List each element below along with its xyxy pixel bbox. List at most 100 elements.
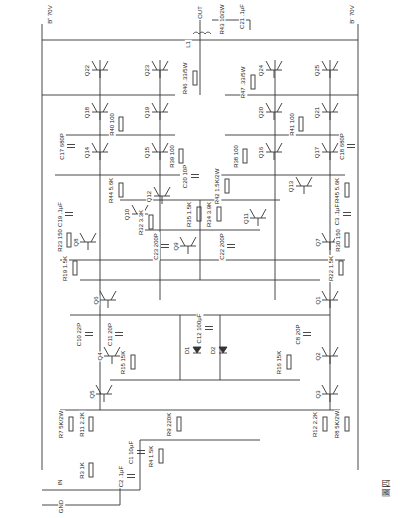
transistor-symbol — [322, 103, 338, 120]
capacitor-symbol — [191, 175, 199, 178]
part-label: Q16 — [259, 145, 266, 158]
part-symbol — [152, 143, 168, 160]
transistor-symbol — [152, 143, 168, 160]
resistor-symbol — [339, 261, 343, 275]
part-label: Q2 — [314, 351, 321, 361]
part-symbol — [131, 355, 135, 369]
transistor-symbol — [96, 385, 112, 402]
part-label: C1 10μF — [128, 439, 135, 464]
part-label: Q20 — [259, 105, 266, 118]
part-symbol — [92, 143, 108, 160]
transistor-symbol — [100, 291, 116, 308]
capacitor-symbol — [343, 213, 351, 216]
part-label: Q12 — [147, 189, 154, 202]
part-symbol — [266, 103, 282, 120]
part-symbol — [303, 333, 311, 336]
part-symbol — [65, 213, 73, 216]
part-label: R35 1.5K — [187, 200, 194, 227]
part-label: Q14 — [85, 145, 92, 158]
transistor-symbol — [322, 347, 338, 364]
part-symbol — [266, 143, 282, 160]
part-label: R11 2.2K — [78, 411, 85, 438]
part-symbol — [225, 179, 229, 193]
part-label: R47 .33/5W — [241, 65, 248, 99]
part-label: Q8 — [72, 237, 79, 247]
part-label: Q23 — [145, 63, 152, 76]
capacitor-symbol — [161, 245, 169, 248]
part-symbol — [322, 385, 338, 402]
part-label: Q11 — [243, 212, 250, 225]
transistor-symbol — [180, 237, 196, 254]
transistor-symbol — [322, 291, 338, 308]
diode-symbol — [193, 347, 201, 353]
resistor-symbol — [243, 149, 247, 163]
transistor-symbol — [92, 103, 108, 120]
resistor-symbol — [217, 207, 221, 221]
part-symbol — [180, 237, 196, 254]
part-label: D2 — [210, 345, 217, 355]
part-symbol — [339, 261, 343, 275]
part-symbol — [322, 347, 338, 364]
transistor-symbol — [92, 61, 108, 78]
transistor-symbol — [152, 103, 168, 120]
part-label: R34 3.9K — [207, 200, 214, 227]
part-symbol — [345, 233, 349, 247]
part-symbol — [266, 61, 282, 78]
part-label: C18 680P — [339, 132, 346, 161]
part-symbol — [217, 207, 221, 221]
part-label: R42 1.5K/2W — [215, 167, 222, 205]
part-symbol — [322, 291, 338, 308]
part-label: Q15 — [145, 145, 152, 158]
part-label: Q9 — [172, 241, 179, 251]
part-label: D1 — [184, 345, 191, 355]
transistor-symbol — [266, 61, 282, 78]
part-symbol — [322, 61, 338, 78]
part-symbol — [149, 215, 153, 229]
part-label: Q1 — [314, 295, 321, 305]
part-symbol — [92, 61, 108, 78]
part-symbol — [287, 355, 291, 369]
part-label: R46 .33/5W — [183, 61, 190, 95]
part-symbol — [219, 347, 227, 353]
part-symbol — [323, 417, 327, 431]
capacitor-symbol — [127, 475, 135, 478]
part-label: C19 .1μF — [57, 201, 64, 228]
part-label: R43 10/2W — [218, 3, 225, 35]
part-symbol — [177, 417, 181, 431]
part-label: R19 1.5K — [63, 254, 70, 281]
part-label: C10 22P — [76, 321, 83, 346]
transistor-symbol — [296, 177, 312, 194]
transistor-symbol — [322, 143, 338, 160]
part-label: R9 220K — [166, 411, 173, 436]
part-label: R7 5K/2W — [59, 409, 66, 438]
part-label: R16 15K — [276, 349, 283, 374]
part-label: R40 100 — [109, 112, 116, 137]
resistor-symbol — [67, 233, 71, 247]
resistor-symbol — [323, 417, 327, 431]
part-symbol — [119, 117, 123, 131]
part-label: C8 20P — [294, 323, 301, 345]
part-symbol — [89, 463, 93, 477]
capacitor-symbol — [347, 145, 355, 148]
resistor-symbol — [193, 71, 197, 85]
part-label: B⁻ 70V — [348, 4, 355, 24]
resistor-symbol — [131, 355, 135, 369]
diode-symbol — [219, 347, 227, 353]
part-label: R12 2.2K — [313, 410, 320, 437]
resistor-symbol — [89, 417, 93, 431]
part-symbol — [80, 233, 96, 250]
part-label: R4 1.5K — [149, 444, 156, 468]
capacitor-symbol — [205, 327, 213, 330]
part-label: R8 5K/2W — [335, 409, 342, 438]
part-symbol — [227, 245, 235, 248]
part-label: C11 20P — [107, 322, 114, 347]
transistor-symbol — [154, 187, 170, 204]
part-label: C3 .1μF — [335, 202, 342, 225]
part-symbol — [89, 417, 93, 431]
part-symbol — [152, 103, 168, 120]
part-label: Q5 — [88, 389, 95, 399]
part-label: Q13 — [289, 179, 296, 192]
part-symbol — [73, 261, 77, 275]
resistor-symbol — [179, 149, 183, 163]
part-label: R44 5.6K — [109, 176, 116, 203]
